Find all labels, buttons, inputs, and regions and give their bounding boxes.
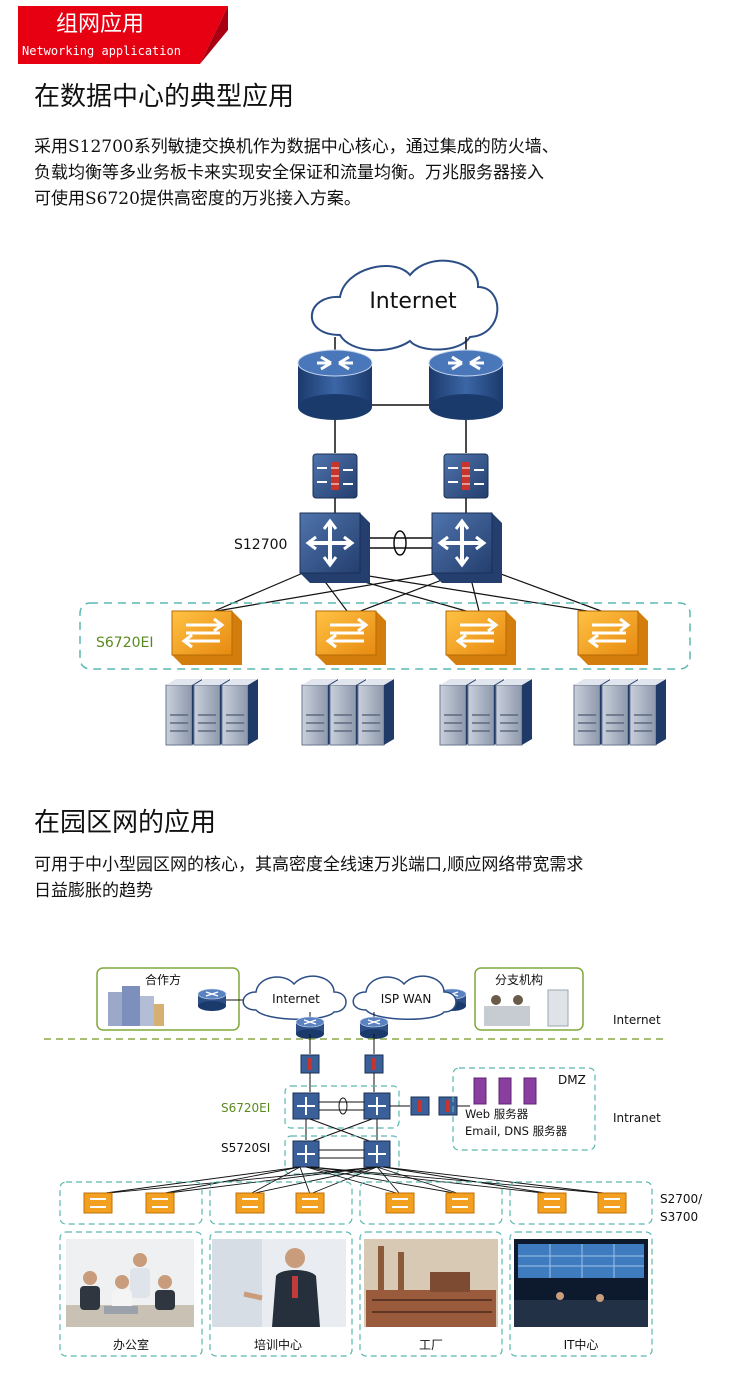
server-rack-icon xyxy=(440,679,532,745)
desc-line: 采用S12700系列敏捷交换机作为数据中心核心，通过集成的防火墙、 xyxy=(34,137,559,157)
server-rack-icon xyxy=(574,679,666,745)
uplink-lines xyxy=(204,569,613,616)
access-zone-itcenter xyxy=(509,1181,653,1225)
factory-photo xyxy=(364,1239,498,1327)
training-photo xyxy=(212,1239,346,1327)
campus-heading: 在园区网的应用 xyxy=(34,808,217,838)
aggregation-switch-icon xyxy=(363,1140,391,1168)
desc-line: 日益膨胀的趋势 xyxy=(34,881,153,901)
dmz-switch-icon xyxy=(438,1096,458,1116)
access-switch-icon xyxy=(145,1192,175,1214)
dmz-zone xyxy=(452,1067,596,1151)
office-box xyxy=(59,1231,203,1357)
datacenter-description: 采用S12700系列敏捷交换机作为数据中心核心，通过集成的防火墙、 负载均衡等多… xyxy=(34,134,714,212)
firewall-icon xyxy=(364,1054,384,1074)
access-switch-icon xyxy=(314,609,388,667)
access-switch-icon xyxy=(576,609,650,667)
firewall-icon xyxy=(312,453,358,499)
access-switch-icon xyxy=(295,1192,325,1214)
campus-description: 可用于中小型园区网的核心，其高密度全线速万兆端口,顺应网络带宽需求 日益膨胀的趋… xyxy=(34,852,714,904)
aggregation-label: S5720SI xyxy=(221,1141,270,1155)
itcenter-photo xyxy=(514,1239,648,1327)
web-servers-label: Web 服务器 xyxy=(465,1107,529,1121)
access-model-label-2: S3700 xyxy=(660,1210,698,1224)
access-zone-training xyxy=(209,1181,353,1225)
core-label: S6720EI xyxy=(221,1101,270,1115)
internet-cloud-label: Internet xyxy=(272,992,320,1006)
core-switch-icon xyxy=(430,511,504,585)
zone-intranet-label: Intranet xyxy=(613,1111,661,1125)
mail-servers-label: Email, DNS 服务器 xyxy=(465,1124,568,1138)
desc-line: 可使用S6720提供高密度的万兆接入方案。 xyxy=(34,189,361,209)
access-switch-icon xyxy=(235,1192,265,1214)
access-uplinks xyxy=(97,1166,613,1195)
dmz-label: DMZ xyxy=(558,1073,586,1087)
desc-line: 负载均衡等多业务板卡来实现安全保证和流量均衡。万兆服务器接入 xyxy=(34,163,544,183)
router-icon xyxy=(296,348,374,422)
internet-cloud-label: Internet xyxy=(369,289,457,314)
access-switch-icon xyxy=(444,609,518,667)
desc-line: 可用于中小型园区网的核心，其高密度全线速万兆端口,顺应网络带宽需求 xyxy=(34,855,584,875)
access-switch-icon xyxy=(170,609,244,667)
banner-title-en: Networking application xyxy=(22,44,181,58)
training-box xyxy=(209,1231,353,1357)
access-switch-icon xyxy=(597,1192,627,1214)
dmz-server-icon xyxy=(473,1077,537,1105)
office-photo xyxy=(66,1239,194,1327)
branch-office-icon xyxy=(484,989,569,1027)
firewall-icon xyxy=(300,1054,320,1074)
dmz-firewall-icon xyxy=(410,1096,430,1116)
access-switch-icon xyxy=(83,1192,113,1214)
access-zone xyxy=(79,602,691,670)
firewall-icon xyxy=(443,453,489,499)
datacenter-diagram: Internet S12700 S6720EI xyxy=(79,259,691,765)
itcenter-box xyxy=(509,1231,653,1357)
partner-router-icon xyxy=(197,988,227,1012)
partner-building-icon xyxy=(108,986,164,1026)
aggregation-zone xyxy=(284,1135,400,1175)
itcenter-label: IT中心 xyxy=(564,1337,599,1352)
server-rack-icon xyxy=(302,679,394,745)
office-label: 办公室 xyxy=(113,1337,149,1352)
core-switch-icon xyxy=(363,1092,391,1120)
banner-shape xyxy=(18,6,228,64)
datacenter-heading: 在数据中心的典型应用 xyxy=(34,82,295,112)
training-label: 培训中心 xyxy=(254,1337,302,1352)
internet-cloud: Internet xyxy=(310,259,499,352)
branch-label: 分支机构 xyxy=(495,972,543,987)
access-switch-icon xyxy=(385,1192,415,1214)
access-switch-icon xyxy=(445,1192,475,1214)
aggregation-switch-icon xyxy=(292,1140,320,1168)
server-rack-icon xyxy=(166,679,258,745)
campus-diagram: 合作方 分支机构 Internet ISP WAN Internet Intra… xyxy=(44,967,703,1357)
section-banner: 组网应用 Networking application xyxy=(18,6,228,64)
access-switch-icon xyxy=(537,1192,567,1214)
access-model-label-1: S2700/ xyxy=(660,1192,703,1206)
core-zone xyxy=(284,1085,400,1129)
partner-label: 合作方 xyxy=(145,972,181,987)
factory-label: 工厂 xyxy=(419,1338,443,1352)
factory-box xyxy=(359,1231,503,1357)
router-icon xyxy=(427,348,505,422)
access-zone-office xyxy=(59,1181,203,1225)
access-zone-factory xyxy=(359,1181,503,1225)
isp-cloud-label: ISP WAN xyxy=(381,992,432,1006)
core-label: S12700 xyxy=(234,537,287,553)
core-switch-icon xyxy=(298,511,372,585)
core-switch-icon xyxy=(292,1092,320,1120)
banner-title-zh: 组网应用 xyxy=(56,12,145,37)
access-label: S6720EI xyxy=(96,635,154,651)
zone-internet-label: Internet xyxy=(613,1013,661,1027)
